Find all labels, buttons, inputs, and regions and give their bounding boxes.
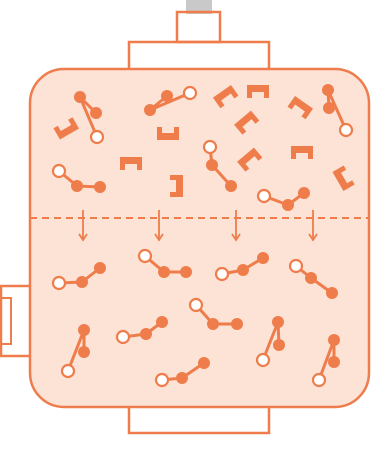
fragment-icon	[170, 175, 183, 197]
molecule-icon	[51, 163, 106, 193]
fragment-icon	[247, 85, 269, 98]
fragment-icon	[120, 157, 142, 170]
fragment-icon	[234, 110, 260, 135]
molecule-icon	[51, 262, 106, 291]
arrow-down-icon	[308, 210, 318, 242]
side-port-inner	[0, 297, 12, 345]
fragment-icon	[53, 117, 80, 140]
molecules-group	[51, 84, 354, 388]
molecule-icon	[74, 91, 105, 145]
fragment-icon	[291, 146, 313, 159]
arrow-down-icon	[154, 210, 164, 242]
fragment-icon	[212, 84, 239, 109]
inlet-pipe	[186, 0, 212, 14]
molecule-icon	[115, 316, 168, 345]
molecule-icon	[311, 334, 340, 388]
molecule-icon	[154, 357, 210, 388]
molecule-icon	[144, 85, 198, 116]
flow-arrows	[78, 210, 318, 242]
molecule-icon	[256, 187, 310, 211]
molecule-icon	[322, 84, 354, 138]
molecule-icon	[202, 139, 237, 192]
molecule-icon	[188, 297, 243, 330]
top-flange	[127, 40, 271, 72]
molecule-icon	[288, 258, 338, 299]
arrow-down-icon	[78, 210, 88, 242]
molecule-icon	[137, 248, 192, 278]
reactor-vessel	[28, 67, 371, 409]
arrow-down-icon	[231, 210, 241, 242]
fragment-icon	[157, 127, 179, 140]
fragment-icon	[237, 147, 263, 172]
fragment-icon	[287, 95, 314, 120]
side-port	[0, 284, 34, 358]
molecule-icon	[214, 252, 269, 282]
molecule-icon	[60, 324, 90, 379]
inlet-neck	[175, 10, 222, 44]
molecule-icon	[255, 316, 285, 368]
fragment-icon	[332, 165, 355, 192]
fragments-group	[53, 84, 355, 197]
